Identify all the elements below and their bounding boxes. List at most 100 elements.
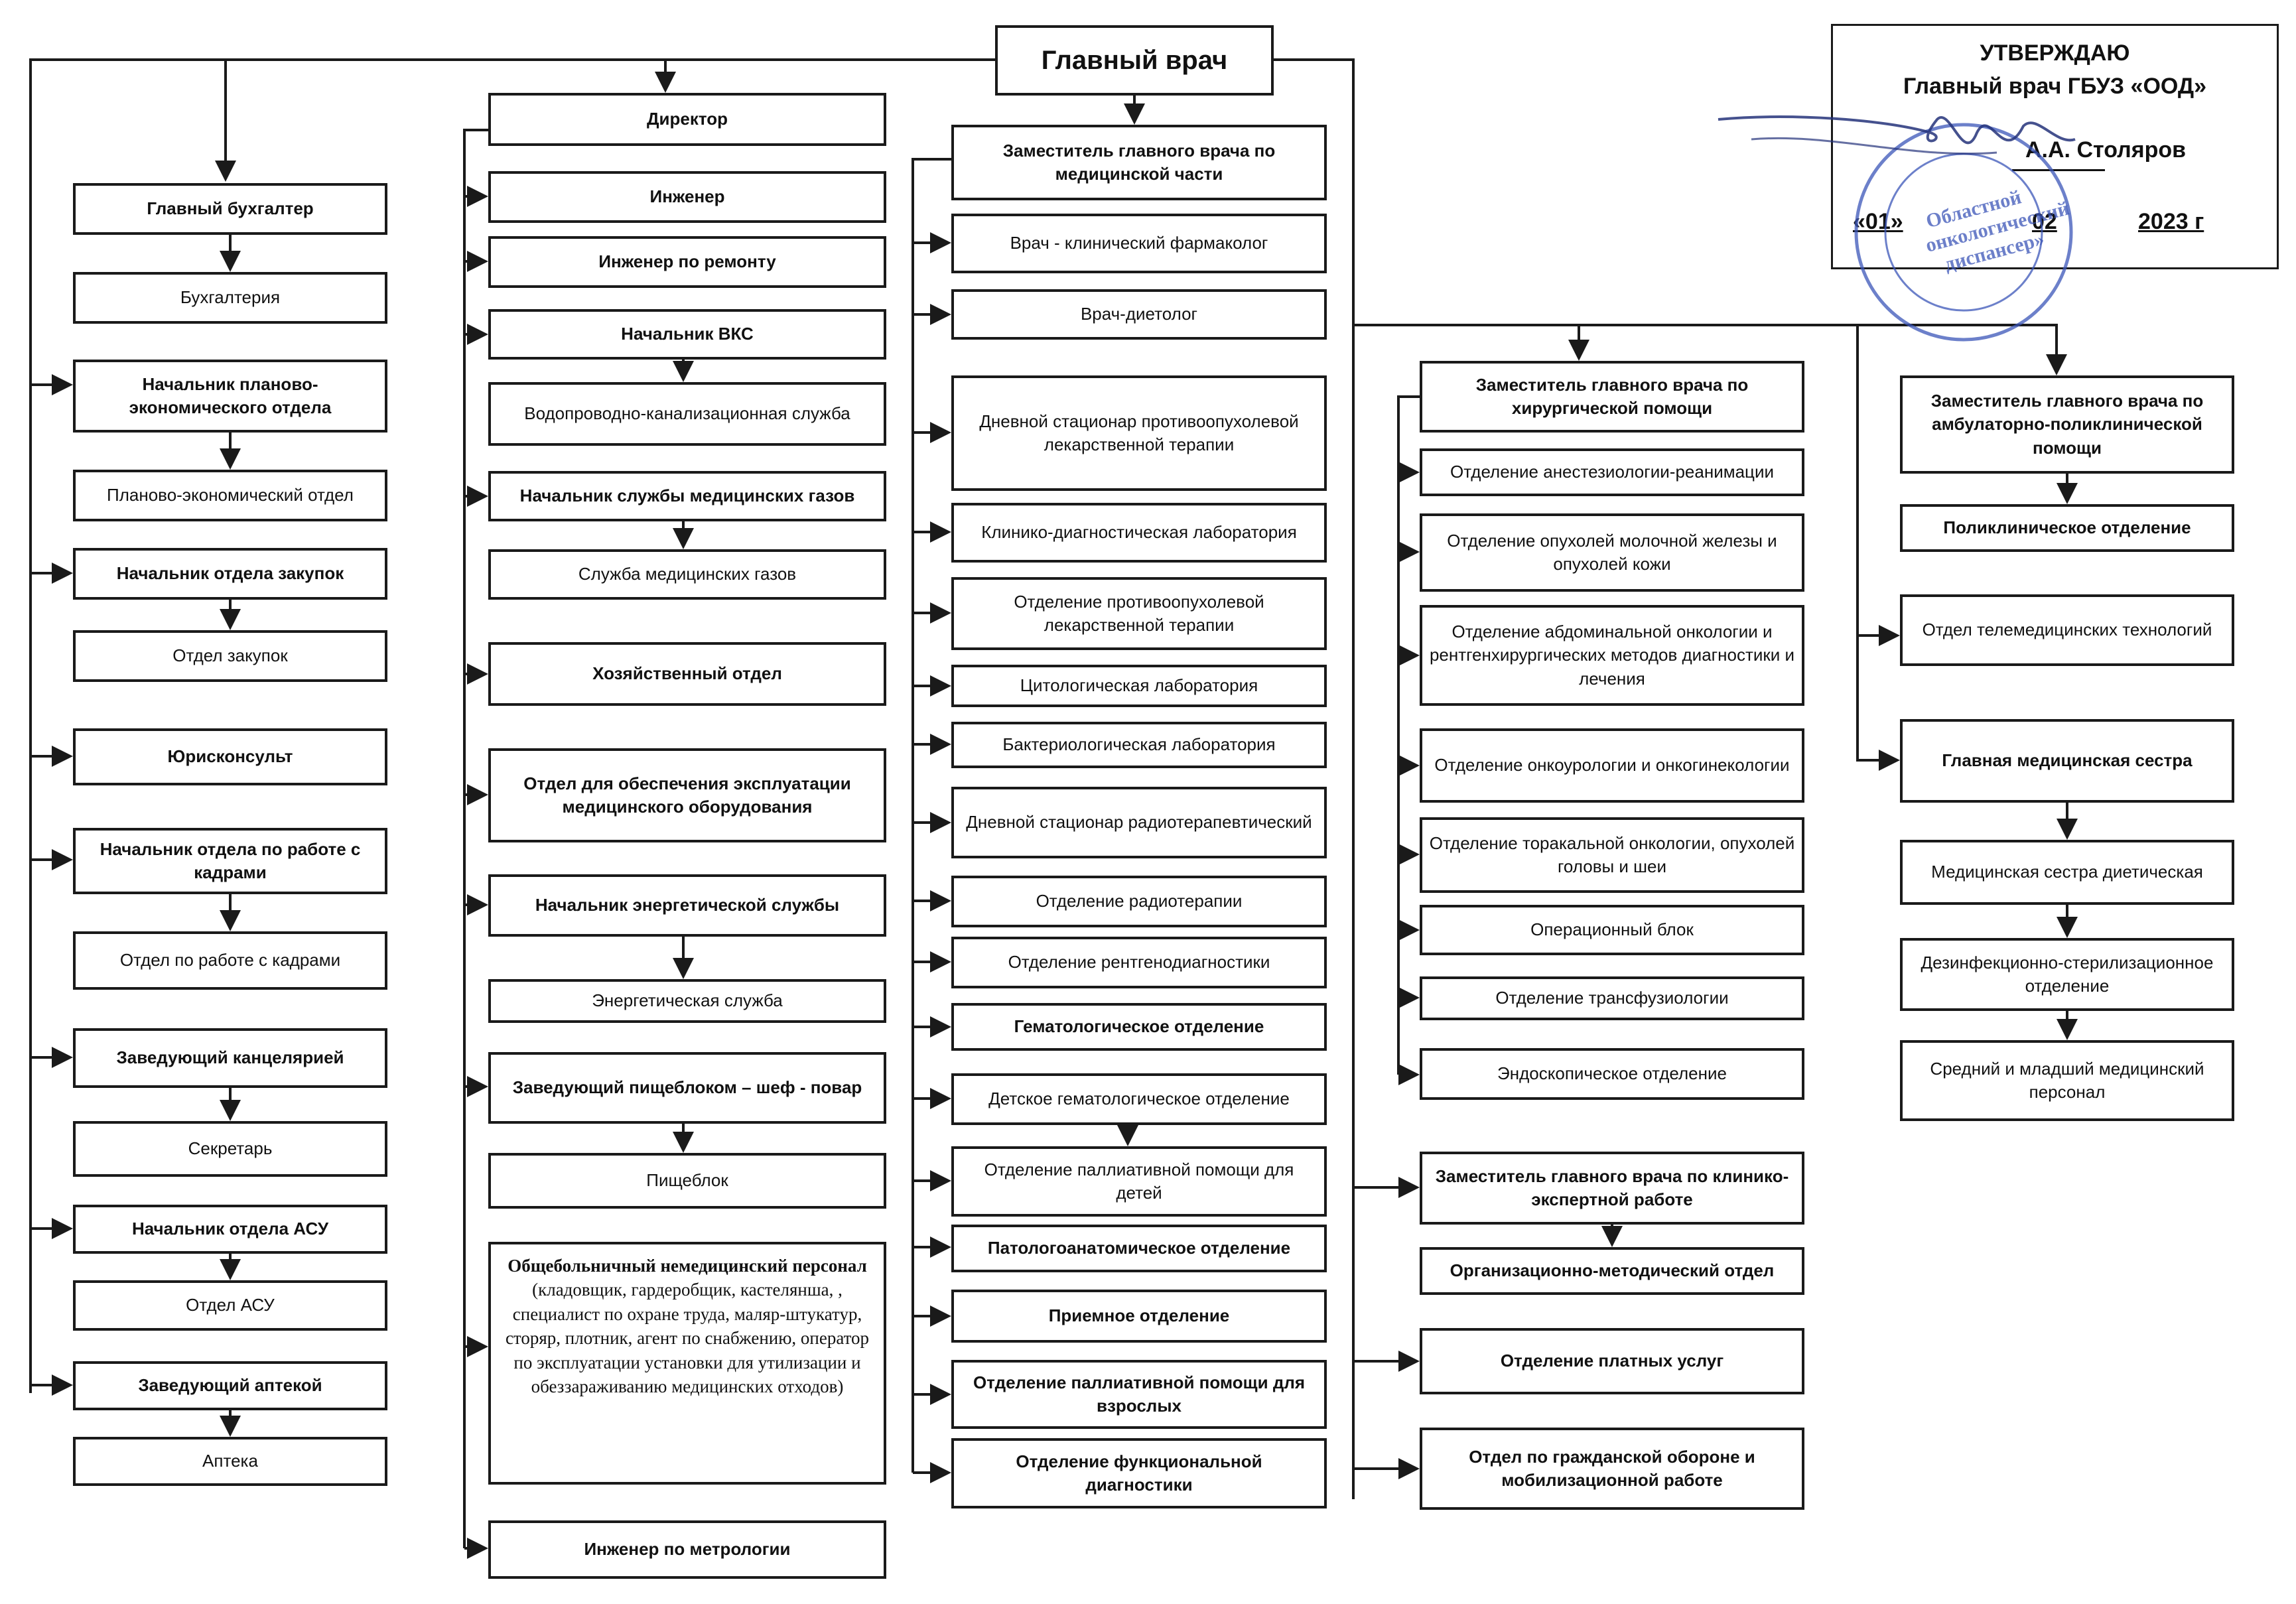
col1-unit-1: Планово-экономический отдел xyxy=(73,470,387,521)
col4-item-4: Отделение торакальной онкологии, опухоле… xyxy=(1420,817,1804,893)
approval-block: УТВЕРЖДАЮ Главный врач ГБУЗ «ООД» А.А. С… xyxy=(1831,24,2279,269)
col2-lead-4: Хозяйственный отдел xyxy=(488,642,886,706)
deputy-outpatient-label: Заместитель главного врача по амбулаторн… xyxy=(1930,391,2204,458)
approval-year: 2023 г xyxy=(2138,209,2204,234)
link-deputy-outpatient xyxy=(1857,324,2067,375)
deputy-surgical-box: Заместитель главного врача по хирургичес… xyxy=(1420,361,1804,433)
col2-lead-2: Начальник ВКС xyxy=(488,309,886,360)
col1-lead-5: Заведующий канцелярией xyxy=(73,1028,387,1088)
org-method-box: Организационно-методический отдел xyxy=(1420,1247,1804,1295)
col2-unit-6-label: Энергетическая служба xyxy=(592,990,783,1011)
rail-left xyxy=(29,58,995,1393)
col1-lead-7-label: Заведующий аптекой xyxy=(138,1375,322,1396)
col2-lead-7: Заведующий пищеблоком – шеф - повар xyxy=(488,1052,886,1124)
col3-item-11: Детское гематологическое отделение xyxy=(951,1073,1327,1125)
col2-unit-7-label: Пищеблок xyxy=(646,1170,728,1191)
director-label: Директор xyxy=(646,109,728,129)
col3-item-9: Отделение рентгенодиагностики xyxy=(951,937,1327,988)
col3-item-13-label: Патологоанатомическое отделение xyxy=(987,1238,1291,1258)
metrology-engineer-box: Инженер по метрологии xyxy=(488,1520,886,1579)
col5-chain-1: Дезинфекционно-стерилизационное отделени… xyxy=(1900,938,2234,1011)
col1-unit-4-label: Отдел по работе с кадрами xyxy=(119,950,341,970)
col1-lead-1-label: Начальник планово-экономического отдела xyxy=(129,373,332,417)
col4-item-3: Отделение онкоурологии и онкогинекологии xyxy=(1420,728,1804,803)
non-medical-staff-box: Общебольничный немедицинский персонал (к… xyxy=(488,1242,886,1485)
col4-item-0-label: Отделение анестезиологии-реанимации xyxy=(1450,462,1774,482)
col3-item-6: Бактериологическая лаборатория xyxy=(951,722,1327,768)
col4-item-7: Эндоскопическое отделение xyxy=(1420,1048,1804,1100)
deputy-expert-box: Заместитель главного врача по клинико-эк… xyxy=(1420,1152,1804,1225)
col4-item-5: Операционный блок xyxy=(1420,905,1804,955)
col3-item-1: Врач-диетолог xyxy=(951,289,1327,340)
col1-lead-2: Начальник отдела закупок xyxy=(73,548,387,600)
col5-chain-0-label: Медицинская сестра диетическая xyxy=(1931,862,2203,882)
col3-item-16-label: Отделение функциональной диагностики xyxy=(1016,1451,1262,1495)
col4-item-3-label: Отделение онкоурологии и онкогинекологии xyxy=(1434,755,1790,775)
col4-item-1-label: Отделение опухолей молочной железы и опу… xyxy=(1447,530,1777,574)
col2-lead-7-label: Заведующий пищеблоком – шеф - повар xyxy=(512,1077,862,1098)
col2-unit-6: Энергетическая служба xyxy=(488,979,886,1023)
col1-unit-6: Отдел АСУ xyxy=(73,1280,387,1331)
col4-item-7-label: Эндоскопическое отделение xyxy=(1497,1063,1727,1084)
col1-unit-7: Аптека xyxy=(73,1437,387,1486)
col1-unit-5: Секретарь xyxy=(73,1121,387,1177)
col1-lead-0-label: Главный бухгалтер xyxy=(147,198,314,219)
col3-item-14-label: Приемное отделение xyxy=(1048,1305,1230,1326)
col3-item-8: Отделение радиотерапии xyxy=(951,876,1327,927)
col3-item-16: Отделение функциональной диагностики xyxy=(951,1438,1327,1508)
col1-lead-3-label: Юрисконсульт xyxy=(167,746,293,767)
non-medical-staff-text: Общебольничный немедицинский персонал (к… xyxy=(498,1254,877,1399)
non-medical-staff-title: Общебольничный немедицинский персонал xyxy=(507,1256,867,1276)
col1-unit-1-label: Планово-экономический отдел xyxy=(107,485,354,505)
approval-position: Главный врач ГБУЗ «ООД» xyxy=(1903,74,2207,99)
col3-item-2-label: Дневной стационар противоопухолевой лека… xyxy=(979,411,1299,454)
col3-item-0: Врач - клинический фармаколог xyxy=(951,214,1327,273)
col2-unit-7: Пищеблок xyxy=(488,1153,886,1209)
col1-lead-2-label: Начальник отдела закупок xyxy=(116,563,344,584)
metrology-engineer-label: Инженер по метрологии xyxy=(584,1539,791,1560)
civil-defense-label: Отдел по гражданской обороне и мобилизац… xyxy=(1469,1446,1755,1490)
col3-item-13: Патологоанатомическое отделение xyxy=(951,1225,1327,1272)
col4-item-2: Отделение абдоминальной онкологии и рент… xyxy=(1420,605,1804,706)
approval-title: УТВЕРЖДАЮ xyxy=(1980,40,2130,66)
signature-line xyxy=(2012,169,2105,171)
col1-lead-1: Начальник планово-экономического отдела xyxy=(73,360,387,433)
col3-item-3: Клинико-диагностическая лаборатория xyxy=(951,503,1327,563)
col4-item-4-label: Отделение торакальной онкологии, опухоле… xyxy=(1429,833,1795,876)
rail-col4 xyxy=(1274,58,1355,1499)
col1-unit-2-label: Отдел закупок xyxy=(172,645,288,666)
col2-lead-0: Инженер xyxy=(488,171,886,223)
deputy-medical-label: Заместитель главного врача по медицинско… xyxy=(1002,140,1276,184)
col2-unit-3-label: Служба медицинских газов xyxy=(578,564,797,584)
col3-item-2: Дневной стационар противоопухолевой лека… xyxy=(951,375,1327,491)
col5-chain-0: Медицинская сестра диетическая xyxy=(1900,840,2234,905)
col1-lead-4-label: Начальник отдела по работе с кадрами xyxy=(100,838,361,882)
col2-lead-3-label: Начальник службы медицинских газов xyxy=(519,486,855,506)
col3-item-3-label: Клинико-диагностическая лаборатория xyxy=(981,522,1297,543)
col3-item-7: Дневной стационар радиотерапевтический xyxy=(951,787,1327,858)
col2-lead-5-label: Отдел для обеспечения эксплуатации медиц… xyxy=(523,773,851,817)
col3-item-7-label: Дневной стационар радиотерапевтический xyxy=(966,812,1312,833)
chief-physician-label: Главный врач xyxy=(1041,46,1228,75)
col3-item-6-label: Бактериологическая лаборатория xyxy=(1002,734,1276,755)
col4-item-6: Отделение трансфузиологии xyxy=(1420,976,1804,1020)
col4-item-5-label: Операционный блок xyxy=(1530,919,1694,940)
col1-lead-6: Начальник отдела АСУ xyxy=(73,1205,387,1254)
col3-item-12-label: Отделение паллиативной помощи для детей xyxy=(984,1159,1294,1203)
col3-item-10-label: Гематологическое отделение xyxy=(1014,1016,1264,1037)
col2-lead-3: Начальник службы медицинских газов xyxy=(488,471,886,521)
rail-col4-surgery xyxy=(1397,395,1420,1075)
col5-chain-2: Средний и младший медицинский персонал xyxy=(1900,1040,2234,1121)
paid-services-box: Отделение платных услуг xyxy=(1420,1328,1804,1394)
col1-lead-0: Главный бухгалтер xyxy=(73,183,387,235)
col3-item-8-label: Отделение радиотерапии xyxy=(1036,891,1243,911)
col2-lead-1: Инженер по ремонту xyxy=(488,236,886,288)
telemedicine-box: Отдел телемедицинских технологий xyxy=(1900,594,2234,666)
deputy-expert-label: Заместитель главного врача по клинико-эк… xyxy=(1435,1166,1789,1209)
col3-item-0-label: Врач - клинический фармаколог xyxy=(1010,233,1268,253)
col3-item-4-label: Отделение противоопухолевой лекарственно… xyxy=(1014,591,1264,635)
col1-lead-6-label: Начальник отдела АСУ xyxy=(131,1219,329,1239)
col2-unit-3: Служба медицинских газов xyxy=(488,549,886,600)
